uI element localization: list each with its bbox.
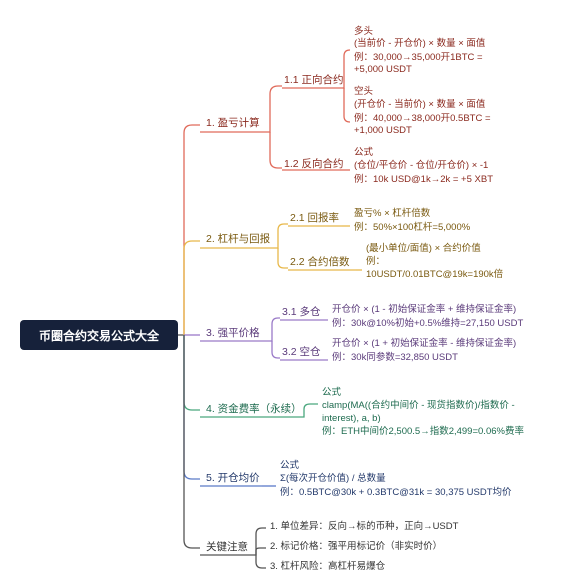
branch-2-2-label[interactable]: 2.2 合约倍数 (290, 256, 350, 268)
inverse-example: 例：10k USD@1k→2k = +5 XBT (354, 174, 493, 185)
link-b5 (183, 335, 200, 480)
long-liquidation-formula: 开仓价 × (1 - 初始保证金率 + 维持保证金率) (332, 304, 517, 315)
funding-formula: clamp(MA((合约中间价 - 现货指数价)/指数价 - (322, 400, 515, 411)
branch-3-1-label[interactable]: 3.1 多仓 (282, 306, 321, 318)
short-title: 空头 (354, 86, 374, 97)
roi-example: 例：50%×100杠杆=5,000% (354, 222, 471, 233)
link-b6 (183, 335, 200, 549)
branch-5-label[interactable]: 5. 开仓均价 (206, 472, 260, 484)
multiplier-example: 10USDT/0.01BTC@19k=190k倍 (366, 269, 504, 280)
link-b1 (183, 124, 200, 335)
note-2: 2. 标记价格：强平用标记价（非实时价） (270, 541, 443, 552)
branch-2-1-label[interactable]: 2.1 回报率 (290, 212, 340, 224)
branch-1-2-label[interactable]: 1.2 反向合约 (284, 158, 344, 170)
root-node[interactable]: 币圈合约交易公式大全 (20, 320, 178, 350)
multiplier-formula: (最小单位/面值) × 合约价值 (366, 243, 481, 254)
note-1: 1. 单位差异：反向→标的币种，正向→USDT (270, 521, 459, 532)
long-example-result: +5,000 USDT (354, 64, 412, 75)
long-liquidation-example: 例：30k@10%初始+0.5%维持=27,150 USDT (332, 318, 524, 329)
branch-1-label[interactable]: 1. 盈亏计算 (206, 117, 260, 129)
avg-price-example: 例：0.5BTC@30k + 0.3BTC@31k = 30,375 USDT均… (280, 487, 512, 498)
link-b4 (183, 335, 200, 411)
long-formula: (当前价 - 开仓价) × 数量 × 面值 (354, 38, 486, 49)
roi-formula: 盈亏% × 杠杆倍数 (354, 208, 431, 219)
avg-price-formula: Σ(每次开仓价值) / 总数量 (280, 473, 386, 484)
branch-6-label[interactable]: 关键注意 (206, 541, 248, 553)
short-example: 例：40,000→38,000开0.5BTC = (354, 113, 491, 124)
note-3: 3. 杠杆风险：高杠杆易爆仓 (270, 561, 386, 572)
link-b2 (183, 240, 200, 335)
avg-price-title: 公式 (280, 460, 300, 471)
inverse-formula: (仓位/平仓价 - 仓位/开仓价) × -1 (354, 160, 489, 171)
funding-example: 例：ETH中间价2,500.5→指数2,499=0.06%费率 (322, 426, 524, 437)
branch-3-label[interactable]: 3. 强平价格 (206, 327, 260, 339)
funding-formula-cont: interest), a, b) (322, 413, 381, 424)
funding-title: 公式 (322, 387, 342, 398)
short-formula: (开仓价 - 当前价) × 数量 × 面值 (354, 99, 486, 110)
branch-2-label[interactable]: 2. 杠杆与回报 (206, 233, 271, 245)
branch-3-2-label[interactable]: 3.2 空仓 (282, 346, 321, 358)
branch-4-label[interactable]: 4. 资金费率（永续） (206, 403, 302, 415)
short-example-result: +1,000 USDT (354, 125, 412, 136)
inverse-title: 公式 (354, 147, 374, 158)
long-title: 多头 (354, 26, 374, 37)
short-liquidation-formula: 开仓价 × (1 + 初始保证金率 - 维持保证金率) (332, 338, 517, 349)
branch-1-1-label[interactable]: 1.1 正向合约 (284, 74, 344, 86)
long-example: 例：30,000→35,000开1BTC = (354, 52, 483, 63)
multiplier-example-label: 例： (366, 256, 386, 267)
short-liquidation-example: 例：30k同参数=32,850 USDT (332, 352, 458, 363)
